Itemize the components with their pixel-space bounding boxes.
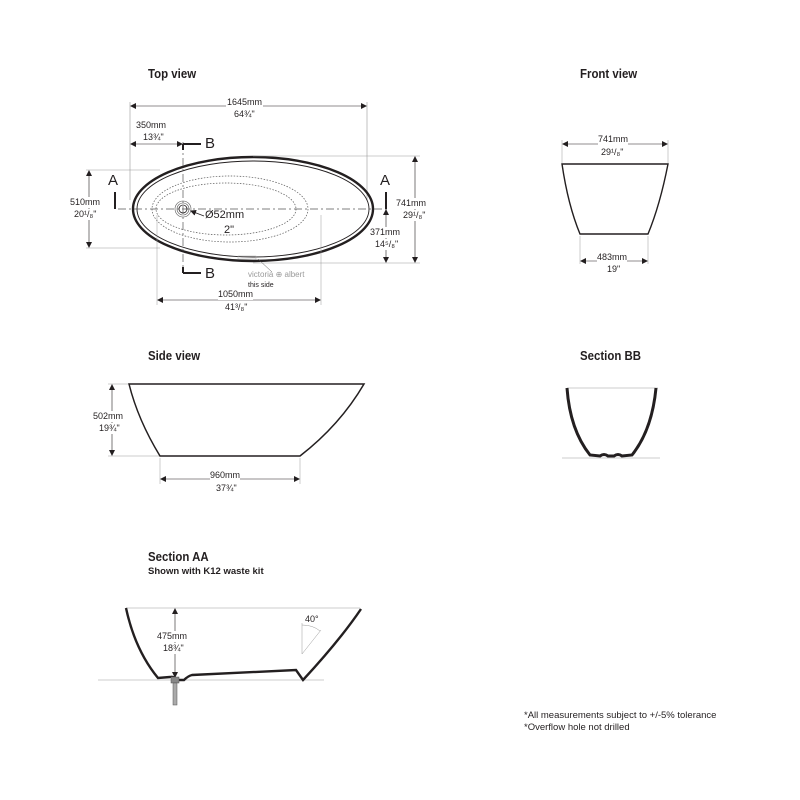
side-height-in: 19¾" [99, 423, 120, 434]
section-aa-title: Section AA [148, 549, 209, 564]
section-aa-drawing [98, 607, 362, 706]
overall-length-mm: 1645mm [226, 97, 264, 108]
section-aa-depth-mm: 475mm [157, 631, 188, 642]
side-base-length-in: 37¾" [216, 483, 237, 493]
section-b-label-top: B [205, 135, 216, 152]
brand-text: victoria ⊕ albert [248, 270, 305, 279]
section-a-label-left: A [108, 172, 119, 189]
section-offset-mm: 350mm [136, 120, 167, 130]
side-base-length-mm: 960mm [210, 470, 241, 481]
waste-diameter-mm: Ø52mm [205, 209, 245, 221]
front-base-width-in: 19" [607, 264, 621, 274]
waste-diameter-in: 2" [224, 224, 235, 236]
section-aa-angle: 40° [305, 614, 319, 624]
width-mm: 510mm [70, 197, 101, 208]
inner-length-mm: 1050mm [218, 289, 254, 300]
note-tolerance: *All measurements subject to +/-5% toler… [524, 710, 717, 721]
outer-width-mm: 741mm [396, 198, 427, 209]
outer-width-in: 29¹/₈" [403, 210, 426, 221]
section-aa-subtitle: Shown with K12 waste kit [148, 566, 264, 577]
front-view-drawing [561, 140, 669, 264]
width-in: 20¹/₈" [74, 209, 97, 220]
side-view-title: Side view [148, 348, 201, 363]
brand-note: this side [248, 282, 274, 289]
side-view-drawing [108, 383, 366, 484]
front-base-width-mm: 483mm [597, 252, 628, 263]
front-top-width-mm: 741mm [598, 134, 629, 145]
front-view-title: Front view [580, 66, 638, 81]
note-overflow: *Overflow hole not drilled [524, 722, 630, 733]
top-view-title: Top view [148, 66, 197, 81]
section-a-label-right: A [380, 172, 391, 189]
section-offset-in: 13¾" [143, 132, 164, 142]
side-height-mm: 502mm [93, 411, 124, 422]
section-aa-depth-in: 18¾" [163, 643, 184, 654]
section-bb-title: Section BB [580, 348, 642, 363]
section-b-label-bottom: B [205, 265, 216, 282]
section-bb-drawing [562, 387, 660, 459]
half-width-in: 14⁵/₈" [375, 239, 399, 250]
overall-length-in: 64¾" [234, 109, 255, 119]
front-top-width-in: 29¹/₈" [601, 147, 624, 157]
inner-length-in: 41³/₈" [225, 302, 248, 312]
half-width-mm: 371mm [370, 227, 401, 238]
